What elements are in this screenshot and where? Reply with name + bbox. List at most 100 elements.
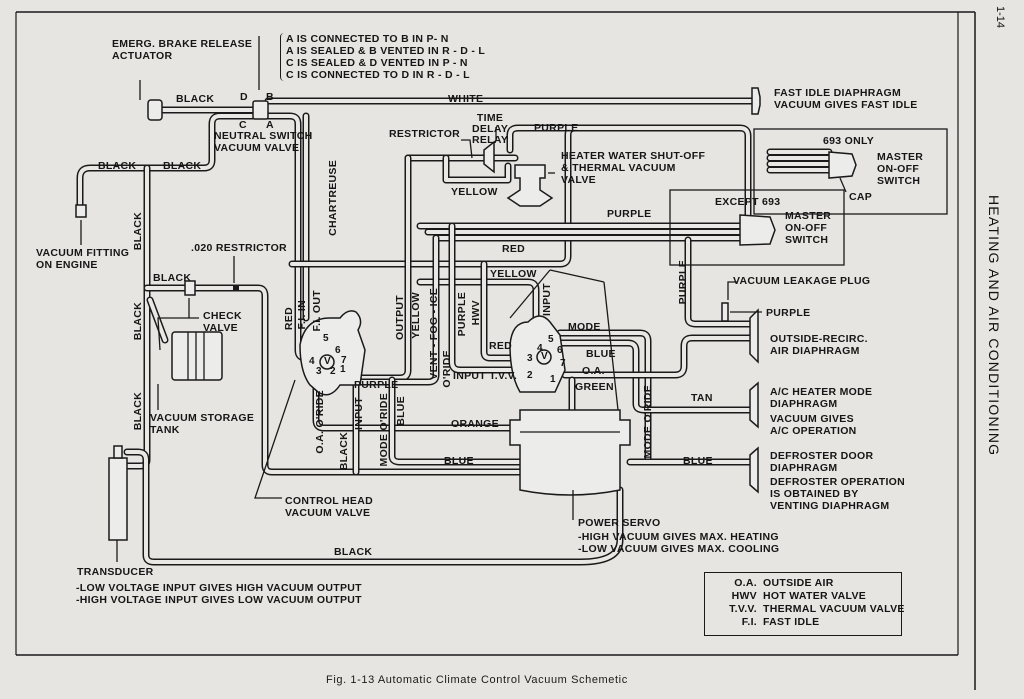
label-except-693: EXCEPT 693 [715,196,781,208]
power-servo-note-1: -HIGH VACUUM GIVES MAX. HEATING [578,531,779,543]
note-line: C IS CONNECTED TO D IN R - D - L [286,69,470,81]
head-v-label: V [324,356,331,367]
hose-blue: BLUE [395,396,407,426]
hose-yellow: YELLOW [451,186,498,198]
transducer-icon [108,457,128,541]
abbreviation-legend: O.A. OUTSIDE AIR HWV HOT WATER VALVE T.V… [704,572,905,636]
legend-definition: THERMAL VACUUM VALVE [763,603,905,615]
label-693-only: 693 ONLY [823,135,875,147]
hose-oa-bore [563,336,752,377]
head-port-2: 2 [330,366,336,377]
hose-black: BLACK [132,392,144,431]
hose-oa: O.A. [582,365,605,377]
vacuum-storage-tank-icon [171,331,223,381]
hose-black: BLACK [153,272,192,284]
legend-abbr: HWV [731,590,757,602]
label-cap: CAP [849,191,873,203]
hose-mode-bore [558,331,650,464]
hose-black-bottom-bore [125,450,622,564]
hose-tan: TAN [691,392,713,404]
hose-neutral-loop-bore [78,114,255,207]
label-master-switch-except: MASTER ON-OFF SWITCH [785,210,832,246]
hose-fi-out: F.I. OUT [311,290,323,332]
vacuum-leakage-plug-icon [721,302,729,322]
head-port-5: 5 [323,333,329,344]
hose-purple: PURPLE [677,260,689,305]
hose-purple-top-bore [508,126,750,217]
note-line: A IS CONNECTED TO B IN P- N [286,33,449,45]
hose-black-check-bore [145,286,522,474]
vacuum-fitting-icon [75,204,87,218]
servo-port-2: 2 [527,370,533,381]
servo-v-symbol [536,349,552,365]
head-port-3: 3 [316,366,322,377]
hose-yellow-servo-bore [418,280,538,342]
hose-orange: ORANGE [451,418,499,430]
label-defroster-note: DEFROSTER OPERATION IS OBTAINED BY VENTI… [770,476,906,512]
label-restrictor: RESTRICTOR [389,128,461,140]
hose-purple: PURPLE [354,379,399,391]
hose-neutral-right-bore [266,114,300,302]
legend-definition: FAST IDLE [763,616,820,628]
hose-vent-oride-bore [358,236,438,384]
hose-black: BLACK [98,160,137,172]
vacuum-hoses [76,97,833,566]
servo-port-1: 1 [550,374,556,385]
label-restrictor-020: .020 RESTRICTOR [191,242,287,254]
label-ac-heater-mode: A/C HEATER MODE DIAPHRAGM [770,386,873,410]
hose-blue: BLUE [444,455,474,467]
note-line: C IS SEALED & D VENTED IN P - N [286,57,468,69]
figure-caption: Fig. 1-13 Automatic Climate Control Vacu… [326,674,628,686]
label-ac-heater-note: VACUUM GIVES A/C OPERATION [770,413,857,437]
label-transducer: TRANSDUCER [77,566,154,578]
head-port-6: 6 [335,345,341,356]
transducer-note-2: -HIGH VOLTAGE INPUT GIVES LOW VACUUM OUT… [76,594,362,606]
legend-abbr: O.A. [734,577,757,589]
label-neutral-switch: NEUTRAL SWITCH VACUUM VALVE [214,130,313,154]
hose-orange-bore [314,378,542,430]
control-head-valve-icon [299,310,366,396]
box-693-only [753,128,948,215]
master-switch-693-icon [828,151,857,179]
port-d: D [240,91,248,103]
hose-black: BLACK [334,546,373,558]
box-except-693 [669,189,845,266]
label-emerg-brake: EMERG. BRAKE RELEASE ACTUATOR [112,38,253,62]
hose-mode: MODE [568,321,601,333]
label-vacuum-fitting: VACUUM FITTING ON ENGINE [36,247,130,271]
control-head-v-symbol [319,354,335,370]
section-title: HEATING AND AIR CONDITIONING [986,195,1002,457]
hose-blue-bottom-bore [390,378,522,464]
transducer-note-1: -LOW VOLTAGE INPUT GIVES HIGH VACUUM OUT… [76,582,362,594]
label-vacuum-storage-tank: VACUUM STORAGE TANK [150,412,255,436]
hose-purple-hwv-bore [450,224,530,372]
time-delay-relay-icon [483,140,495,174]
label-control-head: CONTROL HEAD VACUUM VALVE [285,495,373,519]
port-b: B [266,91,274,103]
power-servo-icon [509,409,631,496]
label-time-delay-relay: TIME DELAY RELAY [472,112,509,146]
hose-blue: BLUE [586,348,616,360]
hose-red-servo-bore [482,262,530,360]
label-check-valve: CHECK VALVE [203,310,242,334]
label-fast-idle: FAST IDLE DIAPHRAGM VACUUM GIVES FAST ID… [774,87,918,111]
servo-port-7: 7 [560,358,566,369]
hose-purple-right-bore [686,238,752,326]
hose-oa-oride: O.A. O'RIDE [314,390,326,454]
hose-vent-fog-ice: VENT - FOG - ICE [428,288,440,380]
legend-abbr: F.I. [741,616,757,628]
port-c: C [239,119,247,131]
hose-input: INPUT [353,397,365,430]
hose-purple: PURPLE [607,208,652,220]
hose-black: BLACK [163,160,202,172]
outside-recirc-diaphragm-icon [749,308,759,364]
neutral-switch-notes: A IS CONNECTED TO B IN P- N A IS SEALED … [280,33,485,81]
port-a: A [266,119,274,131]
hose-green: GREEN [575,381,614,393]
hose-input: INPUT [541,283,553,316]
power-servo-note-2: -LOW VACUUM GIVES MAX. COOLING [578,543,780,555]
hose-yellow: YELLOW [410,292,422,339]
servo-port-5: 5 [548,334,554,345]
legend-definition: HOT WATER VALVE [763,590,867,602]
